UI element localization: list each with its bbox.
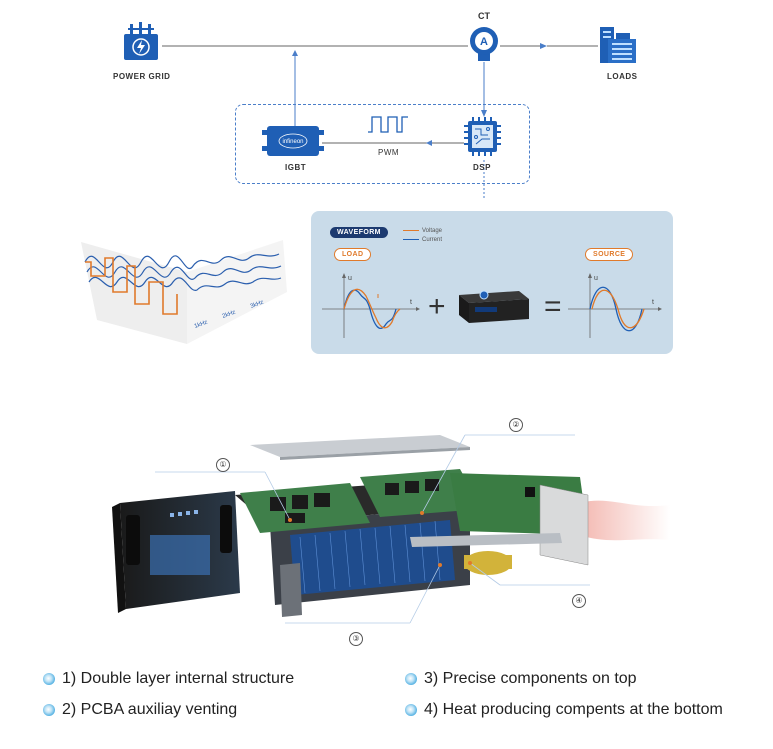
ct-icon: A <box>467 25 501 70</box>
callout-4: ④ <box>572 594 586 608</box>
loads-server-icon <box>598 25 638 72</box>
bullet-icon <box>43 704 55 716</box>
feature-item-4: 4) Heat producing compents at the bottom <box>405 701 723 719</box>
ct-label: CT <box>478 11 490 21</box>
feature-text-4: 4) Heat producing compents at the bottom <box>424 701 723 718</box>
svg-text:u: u <box>594 275 598 282</box>
pwm-label: PWM <box>378 148 400 157</box>
waveform-tag: WAVEFORM <box>330 227 388 238</box>
feature-item-1: 1) Double layer internal structure <box>43 670 294 688</box>
callout-1: ① <box>216 458 230 472</box>
svg-text:1kHz: 1kHz <box>194 320 209 330</box>
svg-text:t: t <box>652 299 654 306</box>
loads-label: LOADS <box>607 72 638 81</box>
svg-text:A: A <box>480 36 488 48</box>
voltage-legend-swatch <box>403 229 419 232</box>
equals-sign: = <box>544 290 562 323</box>
dsp-label: DSP <box>473 163 491 172</box>
legend-voltage: Voltage <box>422 227 443 234</box>
feature-text-3: 3) Precise components on top <box>424 670 637 687</box>
topology-lines <box>162 43 598 200</box>
load-tag: LOAD <box>334 248 372 261</box>
bullet-icon <box>43 673 55 685</box>
harmonic-spectrum-illustration: 1kHz 2kHz 3kHz <box>75 232 290 352</box>
active-filter-device <box>453 287 531 332</box>
load-waveform-plot: u t <box>322 273 420 338</box>
bullet-icon <box>405 673 417 685</box>
igbt-chip-icon: infineon <box>262 124 326 165</box>
feature-item-2: 2) PCBA auxiliay venting <box>43 701 237 719</box>
feature-text-1: 1) Double layer internal structure <box>62 670 295 687</box>
current-legend-swatch <box>403 238 419 241</box>
feature-text-2: 2) PCBA auxiliay venting <box>62 701 238 718</box>
svg-text:infineon: infineon <box>282 139 303 145</box>
svg-text:3kHz: 3kHz <box>250 300 265 310</box>
legend-current: Current <box>422 236 443 243</box>
callout-3: ③ <box>349 632 363 646</box>
power-grid-label: POWER GRID <box>113 72 171 81</box>
feature-item-3: 3) Precise components on top <box>405 670 637 688</box>
power-grid-icon <box>120 20 162 65</box>
exploded-hardware-illustration <box>112 434 670 624</box>
bullet-icon <box>405 704 417 716</box>
callout-2: ② <box>509 418 523 432</box>
source-tag: SOURCE <box>585 248 634 261</box>
svg-text:u: u <box>348 275 352 282</box>
dsp-chip-icon <box>464 117 504 162</box>
waveform-legend: Voltage Current <box>403 226 442 244</box>
source-waveform-plot: u t <box>568 273 662 338</box>
plus-sign: + <box>428 290 446 323</box>
svg-text:t: t <box>410 299 412 306</box>
igbt-label: IGBT <box>285 163 307 172</box>
svg-text:2kHz: 2kHz <box>222 310 237 320</box>
compensation-module-boundary <box>235 104 530 184</box>
